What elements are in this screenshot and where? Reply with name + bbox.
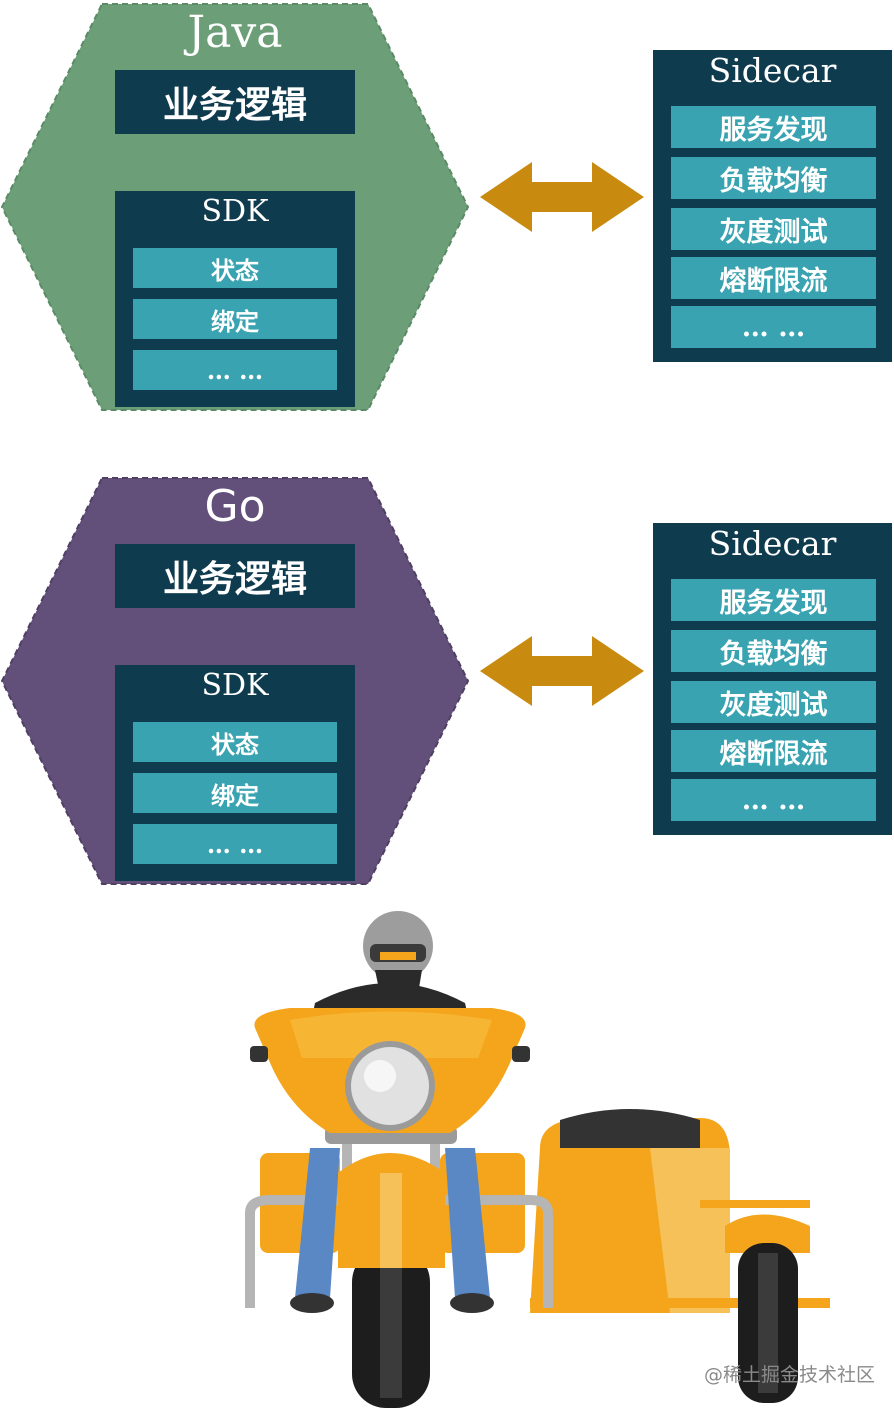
sidecar-bottom-item-more: … … bbox=[671, 779, 876, 821]
motorcycle-sidecar-illustration bbox=[245, 911, 830, 1408]
java-sdk-item-more: … … bbox=[133, 350, 337, 390]
sidecar-top-item-more: … … bbox=[671, 306, 876, 348]
java-sdk-item-binding: 绑定 bbox=[133, 299, 337, 339]
sidecar-top-item-gray: 灰度测试 bbox=[671, 208, 876, 250]
sidecar-top-title: Sidecar bbox=[708, 51, 837, 90]
go-sdk-box: SDK 状态 绑定 … … bbox=[115, 665, 355, 881]
java-title: Java bbox=[187, 7, 283, 58]
go-business-logic: 业务逻辑 bbox=[115, 544, 355, 608]
go-sdk-item-more: … … bbox=[133, 824, 337, 864]
sidecar-bottom-item-breaker: 熔断限流 bbox=[671, 730, 876, 772]
go-title: Go bbox=[204, 481, 266, 532]
sidecar-bottom-item-gray: 灰度测试 bbox=[671, 681, 876, 723]
sidecar-bottom-item-loadbalance: 负载均衡 bbox=[671, 630, 876, 672]
sidecar-bottom-title: Sidecar bbox=[708, 524, 837, 563]
sidecar-top-item-loadbalance: 负载均衡 bbox=[671, 157, 876, 199]
go-sdk-item-binding: 绑定 bbox=[133, 773, 337, 813]
sidecar-bottom-item-discovery: 服务发现 bbox=[671, 579, 876, 621]
java-business-logic: 业务逻辑 bbox=[115, 70, 355, 134]
go-sdk-title: SDK bbox=[201, 668, 269, 703]
double-arrow-bottom bbox=[480, 636, 644, 706]
sidecar-top-box: Sidecar 服务发现 负载均衡 灰度测试 熔断限流 … … bbox=[653, 50, 892, 362]
java-sdk-box: SDK 状态 绑定 … … bbox=[115, 191, 355, 407]
sidecar-top-item-discovery: 服务发现 bbox=[671, 106, 876, 148]
java-sdk-title: SDK bbox=[201, 194, 269, 229]
java-sdk-item-state: 状态 bbox=[133, 248, 337, 288]
sidecar-bottom-box: Sidecar 服务发现 负载均衡 灰度测试 熔断限流 … … bbox=[653, 523, 892, 835]
go-sdk-item-state: 状态 bbox=[133, 722, 337, 762]
sidecar-top-item-breaker: 熔断限流 bbox=[671, 257, 876, 299]
double-arrow-top bbox=[480, 162, 644, 232]
watermark: @稀土掘金技术社区 bbox=[704, 1364, 876, 1386]
